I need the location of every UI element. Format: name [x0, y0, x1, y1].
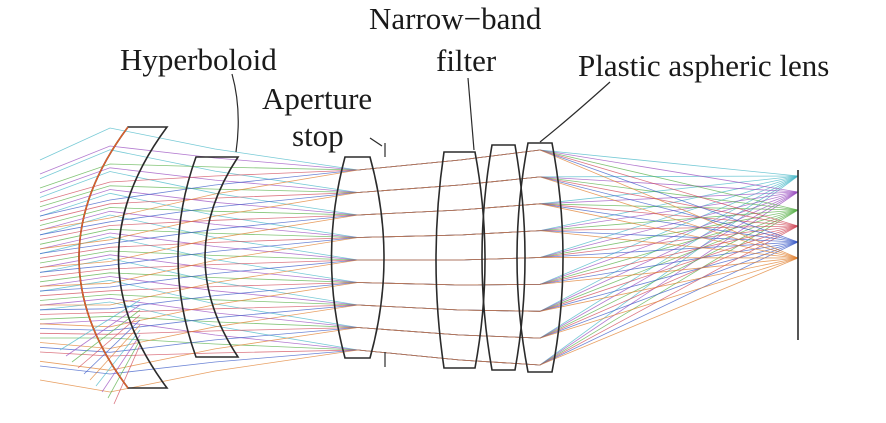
- ray-oblique: [101, 334, 141, 393]
- aperture-stop-leader: [369, 137, 383, 147]
- ray-field-6: [40, 257, 799, 306]
- ray-field-1: [39, 149, 799, 193]
- ray-bundles: [39, 127, 799, 405]
- ray-oblique: [77, 314, 141, 369]
- aperture-stop-label-line2: stop: [292, 118, 344, 153]
- filter-leader: [467, 77, 475, 151]
- ray-oblique: [83, 319, 141, 375]
- plastic-lens-leader: [539, 81, 611, 143]
- ray-field-2: [39, 191, 799, 339]
- ray-field-4: [39, 225, 799, 315]
- ray-field-6: [39, 257, 799, 393]
- hyperboloid-leader: [231, 73, 239, 153]
- front-surface-highlight: [78, 126, 129, 389]
- ray-field-6: [39, 176, 799, 259]
- plastic-lens-label: Plastic aspheric lens: [578, 48, 829, 83]
- middle-lens-element: [481, 144, 526, 371]
- plastic-aspheric-lens: [516, 142, 564, 373]
- ray-field-6: [39, 149, 799, 259]
- filter-label-line1: Narrow−band: [369, 1, 542, 36]
- ray-oblique: [89, 324, 141, 381]
- narrow-band-filter-element: [435, 151, 486, 369]
- ray-oblique: [95, 329, 141, 387]
- filter-label-line2: filter: [436, 43, 497, 78]
- ray-field-5: [39, 241, 799, 353]
- ray-field-6: [39, 203, 799, 268]
- ray-oblique: [59, 299, 141, 351]
- ray-field-6: [39, 257, 799, 371]
- aperture-stop-lens: [330, 156, 385, 359]
- ray-field-6: [39, 230, 799, 287]
- aperture-stop-label-line1: Aperture: [262, 81, 372, 116]
- ray-field-3: [39, 209, 799, 245]
- hyperboloid-meniscus-lens: [78, 126, 169, 389]
- hyperboloid-label: Hyperboloid: [120, 42, 277, 77]
- ray-oblique: [113, 344, 141, 405]
- ray-field-6: [39, 257, 799, 328]
- ray-field-1: [39, 171, 799, 216]
- hyperboloid-lens: [177, 156, 240, 358]
- ray-oblique: [107, 339, 141, 399]
- ray-field-1: [39, 175, 799, 312]
- ray-field-1: [39, 127, 799, 177]
